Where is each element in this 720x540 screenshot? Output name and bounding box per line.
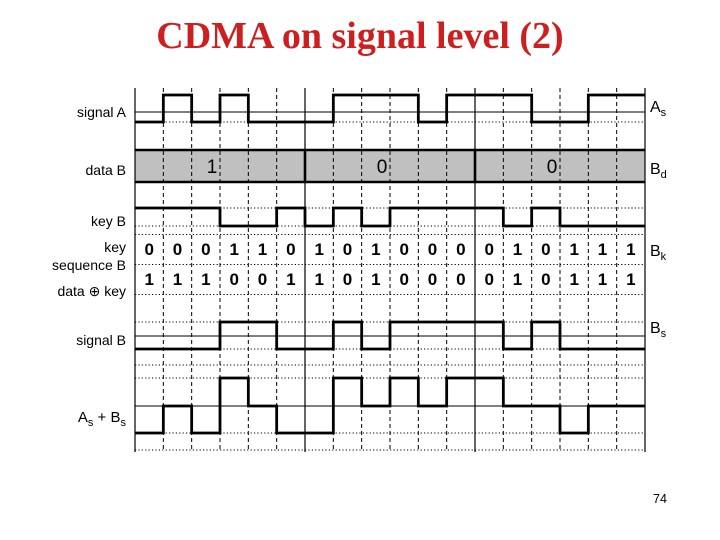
right-label-bs-sub: s [660, 328, 667, 341]
data-xor-key-digits-digit: 0 [428, 270, 437, 289]
waveform-key-b [135, 206, 645, 228]
data-b-bit: 0 [547, 157, 558, 178]
key-sequence-digits-digit: 0 [286, 240, 295, 259]
label-sum-b: B [110, 409, 121, 426]
right-label-bk: Bk [650, 243, 667, 264]
data-xor-key-digits-digit: 0 [343, 270, 352, 289]
key-sequence-digits-digit: 1 [229, 240, 238, 259]
key-sequence-digits-digit: 1 [626, 240, 635, 259]
label-sum-plus: + [93, 409, 111, 426]
key-sequence-digits-digit: 0 [399, 240, 408, 259]
label-data-xor-key: data ⊕ key [57, 283, 126, 299]
key-sequence-digits-digit: 1 [258, 240, 267, 259]
right-label-bk-main: B [650, 243, 661, 260]
key-sequence-digits-digit: 0 [343, 240, 352, 259]
key-sequence-digits-digit: 0 [201, 240, 210, 259]
data-xor-key-digits-digit: 1 [286, 270, 295, 289]
right-label-as: As [650, 99, 667, 120]
data-xor-key-digits-digit: 0 [484, 270, 493, 289]
waveform-sum [135, 376, 645, 435]
right-label-bk-sub: k [660, 251, 667, 264]
slide-title: CDMA on signal level (2) [156, 15, 564, 57]
data-xor-key-digits-digit: 1 [626, 270, 635, 289]
right-label-bd: Bd [650, 161, 667, 182]
label-sum-b-sub: s [120, 417, 127, 429]
data-xor-key-digits-digit: 0 [229, 270, 238, 289]
key-sequence-digits-digit: 1 [569, 240, 578, 259]
label-sum: As + Bs [0, 409, 127, 429]
key-sequence-digits-digit: 0 [541, 240, 550, 259]
label-data-b: data B [85, 162, 126, 178]
data-xor-key-digits-digit: 0 [399, 270, 408, 289]
right-label-bs-main: B [650, 320, 661, 337]
right-label-as-main: A [650, 99, 661, 116]
key-sequence-digits-digit: 0 [173, 240, 182, 259]
label-signal-a: signal A [76, 104, 126, 120]
page-number: 74 [653, 492, 667, 506]
data-xor-key-digits-digit: 0 [258, 270, 267, 289]
label-key-sequence-line1: key [104, 239, 126, 255]
key-sequence-digits-digit: 1 [371, 240, 380, 259]
label-key-b: key B [90, 213, 126, 229]
data-xor-key-digits-digit: 1 [314, 270, 323, 289]
data-xor-key-digits-digit: 0 [456, 270, 465, 289]
key-sequence-digits-digit: 0 [428, 240, 437, 259]
data-xor-key-digits-digit: 1 [513, 270, 522, 289]
right-label-as-sub: s [660, 107, 667, 120]
data-xor-key-digits-digit: 1 [371, 270, 380, 289]
data-xor-key-digits-digit: 1 [598, 270, 607, 289]
data-xor-key-digits-digit: 1 [144, 270, 153, 289]
key-sequence-digits-digit: 0 [144, 240, 153, 259]
label-sum-a-sub: s [87, 417, 94, 429]
key-sequence-digits-digit: 1 [513, 240, 522, 259]
key-sequence-digits-digit: 0 [456, 240, 465, 259]
data-xor-key-digits-digit: 1 [173, 270, 182, 289]
right-label-bd-sub: d [660, 169, 667, 182]
right-label-bs: Bs [650, 320, 667, 341]
key-sequence-digits-digit: 1 [598, 240, 607, 259]
right-label-bd-main: B [650, 161, 661, 178]
data-b-bit: 1 [207, 157, 218, 178]
label-sum-a: A [77, 409, 88, 426]
data-xor-key-digits-digit: 1 [569, 270, 578, 289]
key-sequence-digits-digit: 1 [314, 240, 323, 259]
data-b-bit: 0 [377, 157, 388, 178]
label-key-sequence-b: key sequence B [0, 238, 126, 274]
key-sequence-digits-digit: 0 [484, 240, 493, 259]
waveform-signal-b [135, 320, 645, 351]
waveform-signal-a [135, 93, 645, 124]
label-key-sequence-line2: sequence B [52, 257, 126, 273]
data-xor-key-digits-digit: 0 [541, 270, 550, 289]
data-xor-key-digits-digit: 1 [201, 270, 210, 289]
label-signal-b: signal B [76, 332, 126, 348]
